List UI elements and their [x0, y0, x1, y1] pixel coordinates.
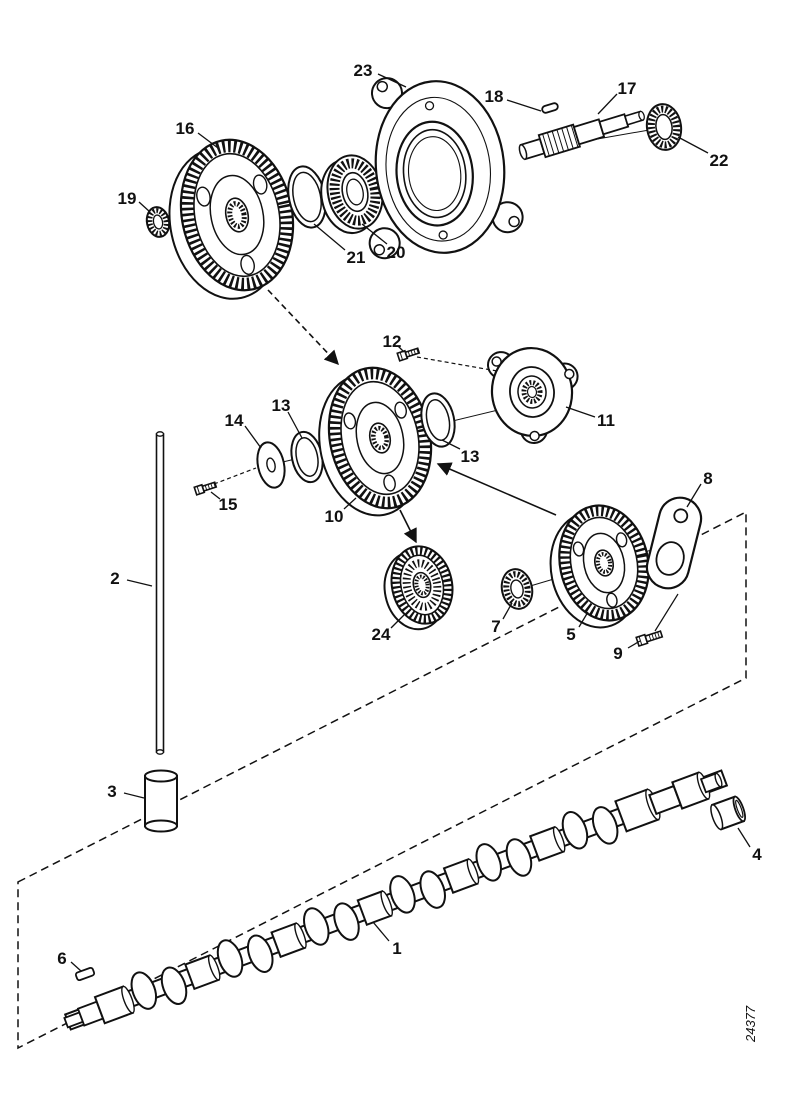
- callout-label-18: 18: [485, 87, 504, 106]
- part-3-tappet: [144, 769, 178, 833]
- callout-label-8: 8: [703, 469, 712, 488]
- callout-label-14: 14: [225, 411, 244, 430]
- part-22-seal-ring: [645, 103, 683, 151]
- part-24-gear: [383, 545, 454, 631]
- part-14-washer: [256, 441, 286, 489]
- dashed-boundary-box: [17, 510, 747, 1050]
- callout-label-20: 20: [387, 243, 406, 262]
- callout-label-11: 11: [597, 411, 615, 430]
- callout-label-9: 9: [613, 644, 622, 663]
- part-15-bolt: [193, 481, 218, 496]
- part-13-ring-left: [290, 430, 324, 484]
- part-8-thrust-plate: [645, 496, 703, 590]
- part-20-bearing: [320, 154, 384, 235]
- callout-label-1: 1: [392, 939, 401, 958]
- callout-label-10: 10: [325, 507, 344, 526]
- callout-label-23: 23: [354, 61, 373, 80]
- part-19-nut: [145, 206, 171, 238]
- drawing-number: 24377: [743, 1005, 758, 1043]
- part-10-gear: [318, 366, 433, 517]
- callout-label-19: 19: [118, 189, 137, 208]
- part-5-gear: [549, 504, 650, 629]
- part-17-shaft: [518, 110, 645, 161]
- part-16-gear: [168, 138, 295, 300]
- part-4-bushing: [710, 795, 746, 831]
- callout-label-4: 4: [752, 845, 762, 864]
- callout-label-13b: 13: [461, 447, 480, 466]
- part-2-pushrod: [155, 431, 165, 755]
- part-1-camshaft: [63, 769, 729, 1031]
- part-23-cover: [368, 77, 524, 260]
- callout-label-6: 6: [57, 949, 66, 968]
- callout-label-22: 22: [710, 151, 729, 170]
- callout-leader-lines: [70, 73, 751, 972]
- callout-label-5: 5: [566, 625, 575, 644]
- mesh-arrow-16-to-10: [267, 289, 339, 366]
- part-18-key: [541, 102, 559, 114]
- part-11-flange: [487, 346, 579, 445]
- part-7-bushing: [500, 568, 534, 610]
- callout-label-12: 12: [383, 332, 402, 351]
- bolt-alignment-lines: [213, 356, 679, 632]
- mesh-arrow-5-to-10: [436, 462, 557, 516]
- callout-labels: 23 18 17 22 16 19 21 20 12 13 14 13 11 1…: [57, 61, 762, 968]
- mesh-arrow-10-to-24: [399, 509, 417, 544]
- callout-label-2: 2: [110, 569, 119, 588]
- callout-label-24: 24: [372, 625, 391, 644]
- callout-label-21: 21: [347, 248, 366, 267]
- callout-label-3: 3: [107, 782, 116, 801]
- callout-label-16: 16: [176, 119, 195, 138]
- part-12-bolt: [396, 347, 421, 362]
- part-6-key: [74, 966, 96, 982]
- part-13-ring-right: [420, 392, 456, 448]
- callout-label-7: 7: [491, 617, 500, 636]
- callout-label-17: 17: [618, 79, 637, 98]
- gear-mesh-arrows: [267, 289, 557, 544]
- callout-label-13a: 13: [272, 396, 291, 415]
- part-21-snap-ring: [287, 165, 327, 229]
- part-9-bolt: [635, 630, 664, 647]
- callout-label-15: 15: [219, 495, 238, 514]
